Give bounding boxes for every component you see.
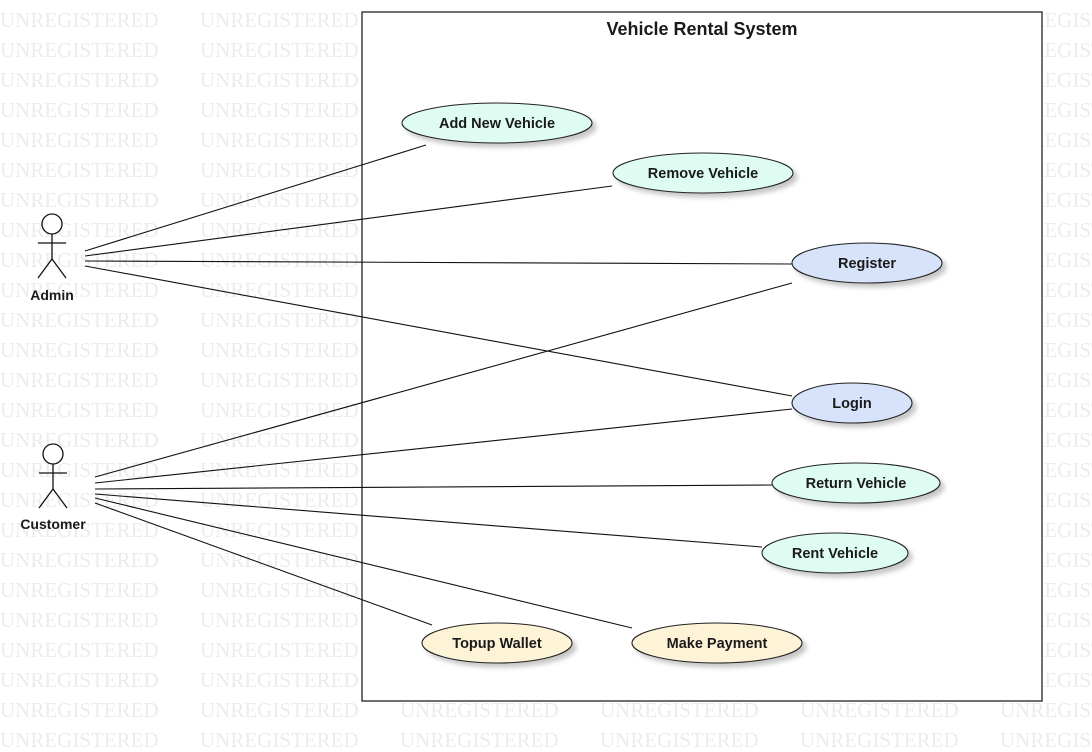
use-case-label: Register (838, 256, 896, 272)
use-case-make-payment[interactable]: Make Payment (631, 622, 803, 664)
association-customer-make-payment[interactable] (94, 497, 633, 629)
association-admin-add-new-vehicle[interactable] (84, 144, 427, 252)
watermark-text: UNREGISTERED (200, 578, 359, 602)
use-case-label: Login (832, 396, 871, 412)
watermark-text: UNREGISTERED (200, 668, 359, 692)
watermark-text: UNREGISTERED (0, 488, 159, 512)
watermark-text: UNREGISTERED (200, 368, 359, 392)
stick-figure-icon (38, 443, 68, 509)
watermark-text: UNREGISTERED (0, 578, 159, 602)
watermark-text: UNREGISTERED (200, 158, 359, 182)
system-title: Vehicle Rental System (606, 19, 797, 39)
watermark-text: UNREGISTERED (200, 398, 359, 422)
use-case-label: Make Payment (667, 636, 768, 652)
watermark-text: UNREGISTERED (0, 98, 159, 122)
watermark-text: UNREGISTERED (0, 398, 159, 422)
use-case-label: Topup Wallet (452, 636, 542, 652)
association-customer-register[interactable] (94, 282, 793, 478)
association-admin-login[interactable] (84, 265, 793, 397)
association-customer-login[interactable] (94, 408, 793, 484)
use-case-ellipse (421, 622, 573, 664)
watermark-text: UNREGISTERED (0, 128, 159, 152)
actor-label: Admin (30, 287, 74, 303)
watermark-text: UNREGISTERED (200, 38, 359, 62)
watermark-text: UNREGISTERED (1000, 728, 1092, 752)
watermark-text: UNREGISTERED (0, 668, 159, 692)
use-case-label: Remove Vehicle (648, 166, 758, 182)
actor-customer[interactable]: Customer (20, 443, 86, 532)
association-admin-remove-vehicle[interactable] (84, 185, 613, 257)
watermark-text: UNREGISTERED (200, 8, 359, 32)
watermark-text: UNREGISTERED (200, 458, 359, 482)
watermark-text: UNREGISTERED (0, 218, 159, 242)
watermark-text: UNREGISTERED (200, 518, 359, 542)
watermark-text: UNREGISTERED (0, 638, 159, 662)
watermark-text: UNREGISTERED (0, 308, 159, 332)
watermark-text: UNREGISTERED (0, 368, 159, 392)
use-case-label: Rent Vehicle (792, 546, 878, 562)
watermark-text: UNREGISTERED (200, 728, 359, 752)
association-admin-register[interactable] (84, 260, 793, 265)
watermark-text: UNREGISTERED (800, 728, 959, 752)
use-case-ellipse (612, 152, 794, 194)
watermark-text: UNREGISTERED (400, 698, 559, 722)
watermark-text: UNREGISTERED (0, 608, 159, 632)
watermark-text: UNREGISTERED (0, 38, 159, 62)
association-customer-return-vehicle[interactable] (94, 484, 773, 490)
use-case-return-vehicle[interactable]: Return Vehicle (771, 462, 941, 504)
use-case-login[interactable]: Login (791, 382, 913, 424)
watermark-text: UNREGISTERED (1000, 698, 1092, 722)
watermark-text: UNREGISTERED (200, 428, 359, 452)
watermark-text: UNREGISTERED (400, 728, 559, 752)
use-case-add-new-vehicle[interactable]: Add New Vehicle (401, 102, 593, 144)
watermark-text: UNREGISTERED (0, 188, 159, 212)
use-case-rent-vehicle[interactable]: Rent Vehicle (761, 532, 909, 574)
association-lines (84, 144, 793, 629)
watermark-text: UNREGISTERED (200, 278, 359, 302)
watermark-text: UNREGISTERED (200, 98, 359, 122)
use-case-topup-wallet[interactable]: Topup Wallet (421, 622, 573, 664)
watermark-text: UNREGISTERED (0, 158, 159, 182)
association-customer-topup-wallet[interactable] (94, 502, 433, 626)
actor-label: Customer (20, 516, 86, 532)
use-case-ellipse (631, 622, 803, 664)
use-case-ellipse (791, 242, 943, 284)
association-customer-rent-vehicle[interactable] (94, 493, 763, 548)
watermark-text: UNREGISTERED (0, 68, 159, 92)
watermark-text: UNREGISTERED (600, 728, 759, 752)
use-case-ellipse (791, 382, 913, 424)
watermark-text: UNREGISTERED (200, 128, 359, 152)
watermark-text: UNREGISTERED (0, 278, 159, 302)
watermark-text: UNREGISTERED (0, 8, 159, 32)
watermark-text: UNREGISTERED (0, 338, 159, 362)
use-case-ellipse (771, 462, 941, 504)
watermark-text: UNREGISTERED (200, 248, 359, 272)
use-case-remove-vehicle[interactable]: Remove Vehicle (612, 152, 794, 194)
watermark-text: UNREGISTERED (200, 188, 359, 212)
watermark-text: UNREGISTERED (0, 248, 159, 272)
watermark-text: UNREGISTERED (600, 698, 759, 722)
watermark-text: UNREGISTERED (200, 338, 359, 362)
watermark-text: UNREGISTERED (0, 548, 159, 572)
watermark-text: UNREGISTERED (200, 68, 359, 92)
watermark-text: UNREGISTERED (200, 548, 359, 572)
watermark-text: UNREGISTERED (0, 428, 159, 452)
use-case-label: Return Vehicle (806, 476, 907, 492)
watermark-text: UNREGISTERED (200, 488, 359, 512)
watermark-text: UNREGISTERED (0, 518, 159, 542)
actor-admin[interactable]: Admin (30, 213, 74, 303)
watermark-text: UNREGISTERED (800, 698, 959, 722)
watermark-text: UNREGISTERED (0, 698, 159, 722)
watermark-text: UNREGISTERED (200, 638, 359, 662)
use-case-register[interactable]: Register (791, 242, 943, 284)
watermark-text: UNREGISTERED (0, 458, 159, 482)
use-case-ellipse (761, 532, 909, 574)
stick-figure-icon (37, 213, 67, 279)
watermark-text: UNREGISTERED (200, 698, 359, 722)
watermark-text: UNREGISTERED (200, 608, 359, 632)
use-case-ellipse (401, 102, 593, 144)
watermark-text: UNREGISTERED (0, 728, 159, 752)
use-case-label: Add New Vehicle (439, 116, 555, 132)
